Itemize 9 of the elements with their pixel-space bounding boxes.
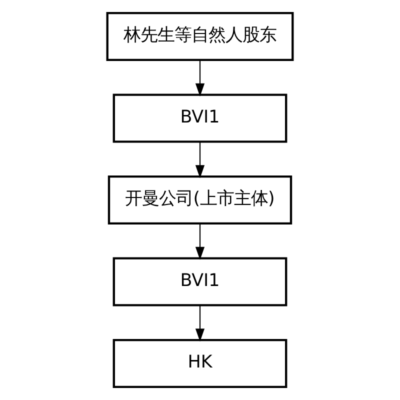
arrow bbox=[195, 142, 205, 178]
node-box: HK bbox=[112, 338, 288, 388]
node-box: BVI1 bbox=[112, 94, 288, 143]
node-box: 林先生等自然人股东 bbox=[106, 12, 294, 62]
arrow bbox=[195, 305, 205, 342]
node-box: 开曼公司(上市主体) bbox=[108, 175, 292, 225]
arrow bbox=[195, 60, 205, 96]
arrow bbox=[195, 224, 205, 260]
node-box: BVI1 bbox=[112, 257, 288, 306]
